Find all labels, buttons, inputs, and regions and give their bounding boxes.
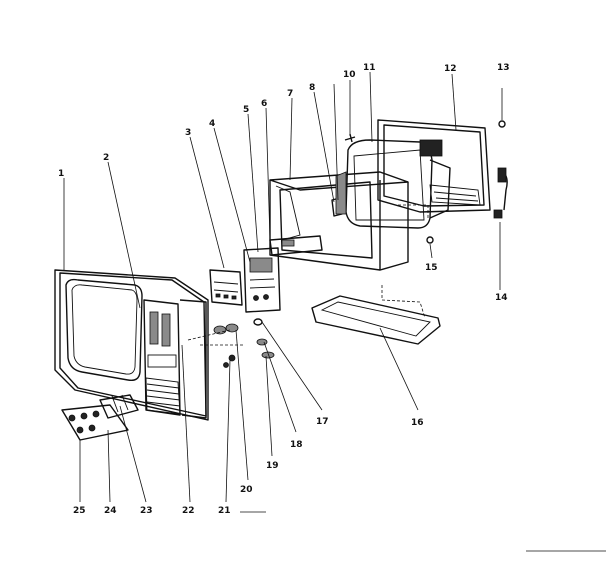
part-label: 25 — [73, 506, 86, 516]
part-label: 16 — [411, 418, 424, 428]
part-label: 20 — [240, 485, 253, 495]
part-label: 3 — [185, 128, 191, 138]
back-cover — [377, 119, 491, 213]
part-label: 13 — [497, 63, 510, 73]
screw-15 — [426, 236, 434, 244]
part-labels: 1 2 3 4 5 6 7 8 10 11 12 13 14 15 16 17 … — [58, 63, 510, 516]
part-label: 10 — [343, 70, 356, 80]
part-label: 23 — [140, 506, 153, 516]
chassis-plate — [269, 235, 323, 256]
part-label: 8 — [309, 83, 315, 93]
part-label: 24 — [104, 506, 117, 516]
alignment-line — [398, 204, 429, 220]
part-label: 1 — [58, 169, 64, 179]
part-label: 17 — [316, 417, 329, 427]
part-label: 12 — [444, 64, 457, 74]
screw-13 — [498, 88, 506, 128]
part-label: 11 — [363, 63, 376, 73]
control-plate — [61, 404, 129, 441]
speaker-grille — [145, 377, 181, 415]
part-label: 7 — [287, 89, 293, 99]
part-label: 21 — [218, 506, 231, 516]
front-cabinet — [54, 269, 209, 421]
base-stand — [311, 295, 441, 345]
control-board-3 — [209, 269, 243, 306]
part-label: 22 — [182, 506, 195, 516]
part-label: 19 — [266, 461, 279, 471]
part-label: 14 — [495, 293, 508, 303]
alignment-line — [187, 329, 231, 341]
control-board-5 — [243, 247, 281, 313]
part-label: 4 — [209, 119, 215, 129]
alignment-line — [381, 285, 426, 319]
part-label: 5 — [243, 105, 249, 115]
power-cord — [493, 167, 508, 290]
part-label: 2 — [103, 153, 109, 163]
leader-lines — [63, 71, 457, 503]
part-label: 15 — [425, 263, 438, 273]
bracket — [99, 394, 139, 419]
part-label: 6 — [261, 99, 267, 109]
part-label: 18 — [290, 440, 303, 450]
picture-tube — [335, 139, 451, 229]
